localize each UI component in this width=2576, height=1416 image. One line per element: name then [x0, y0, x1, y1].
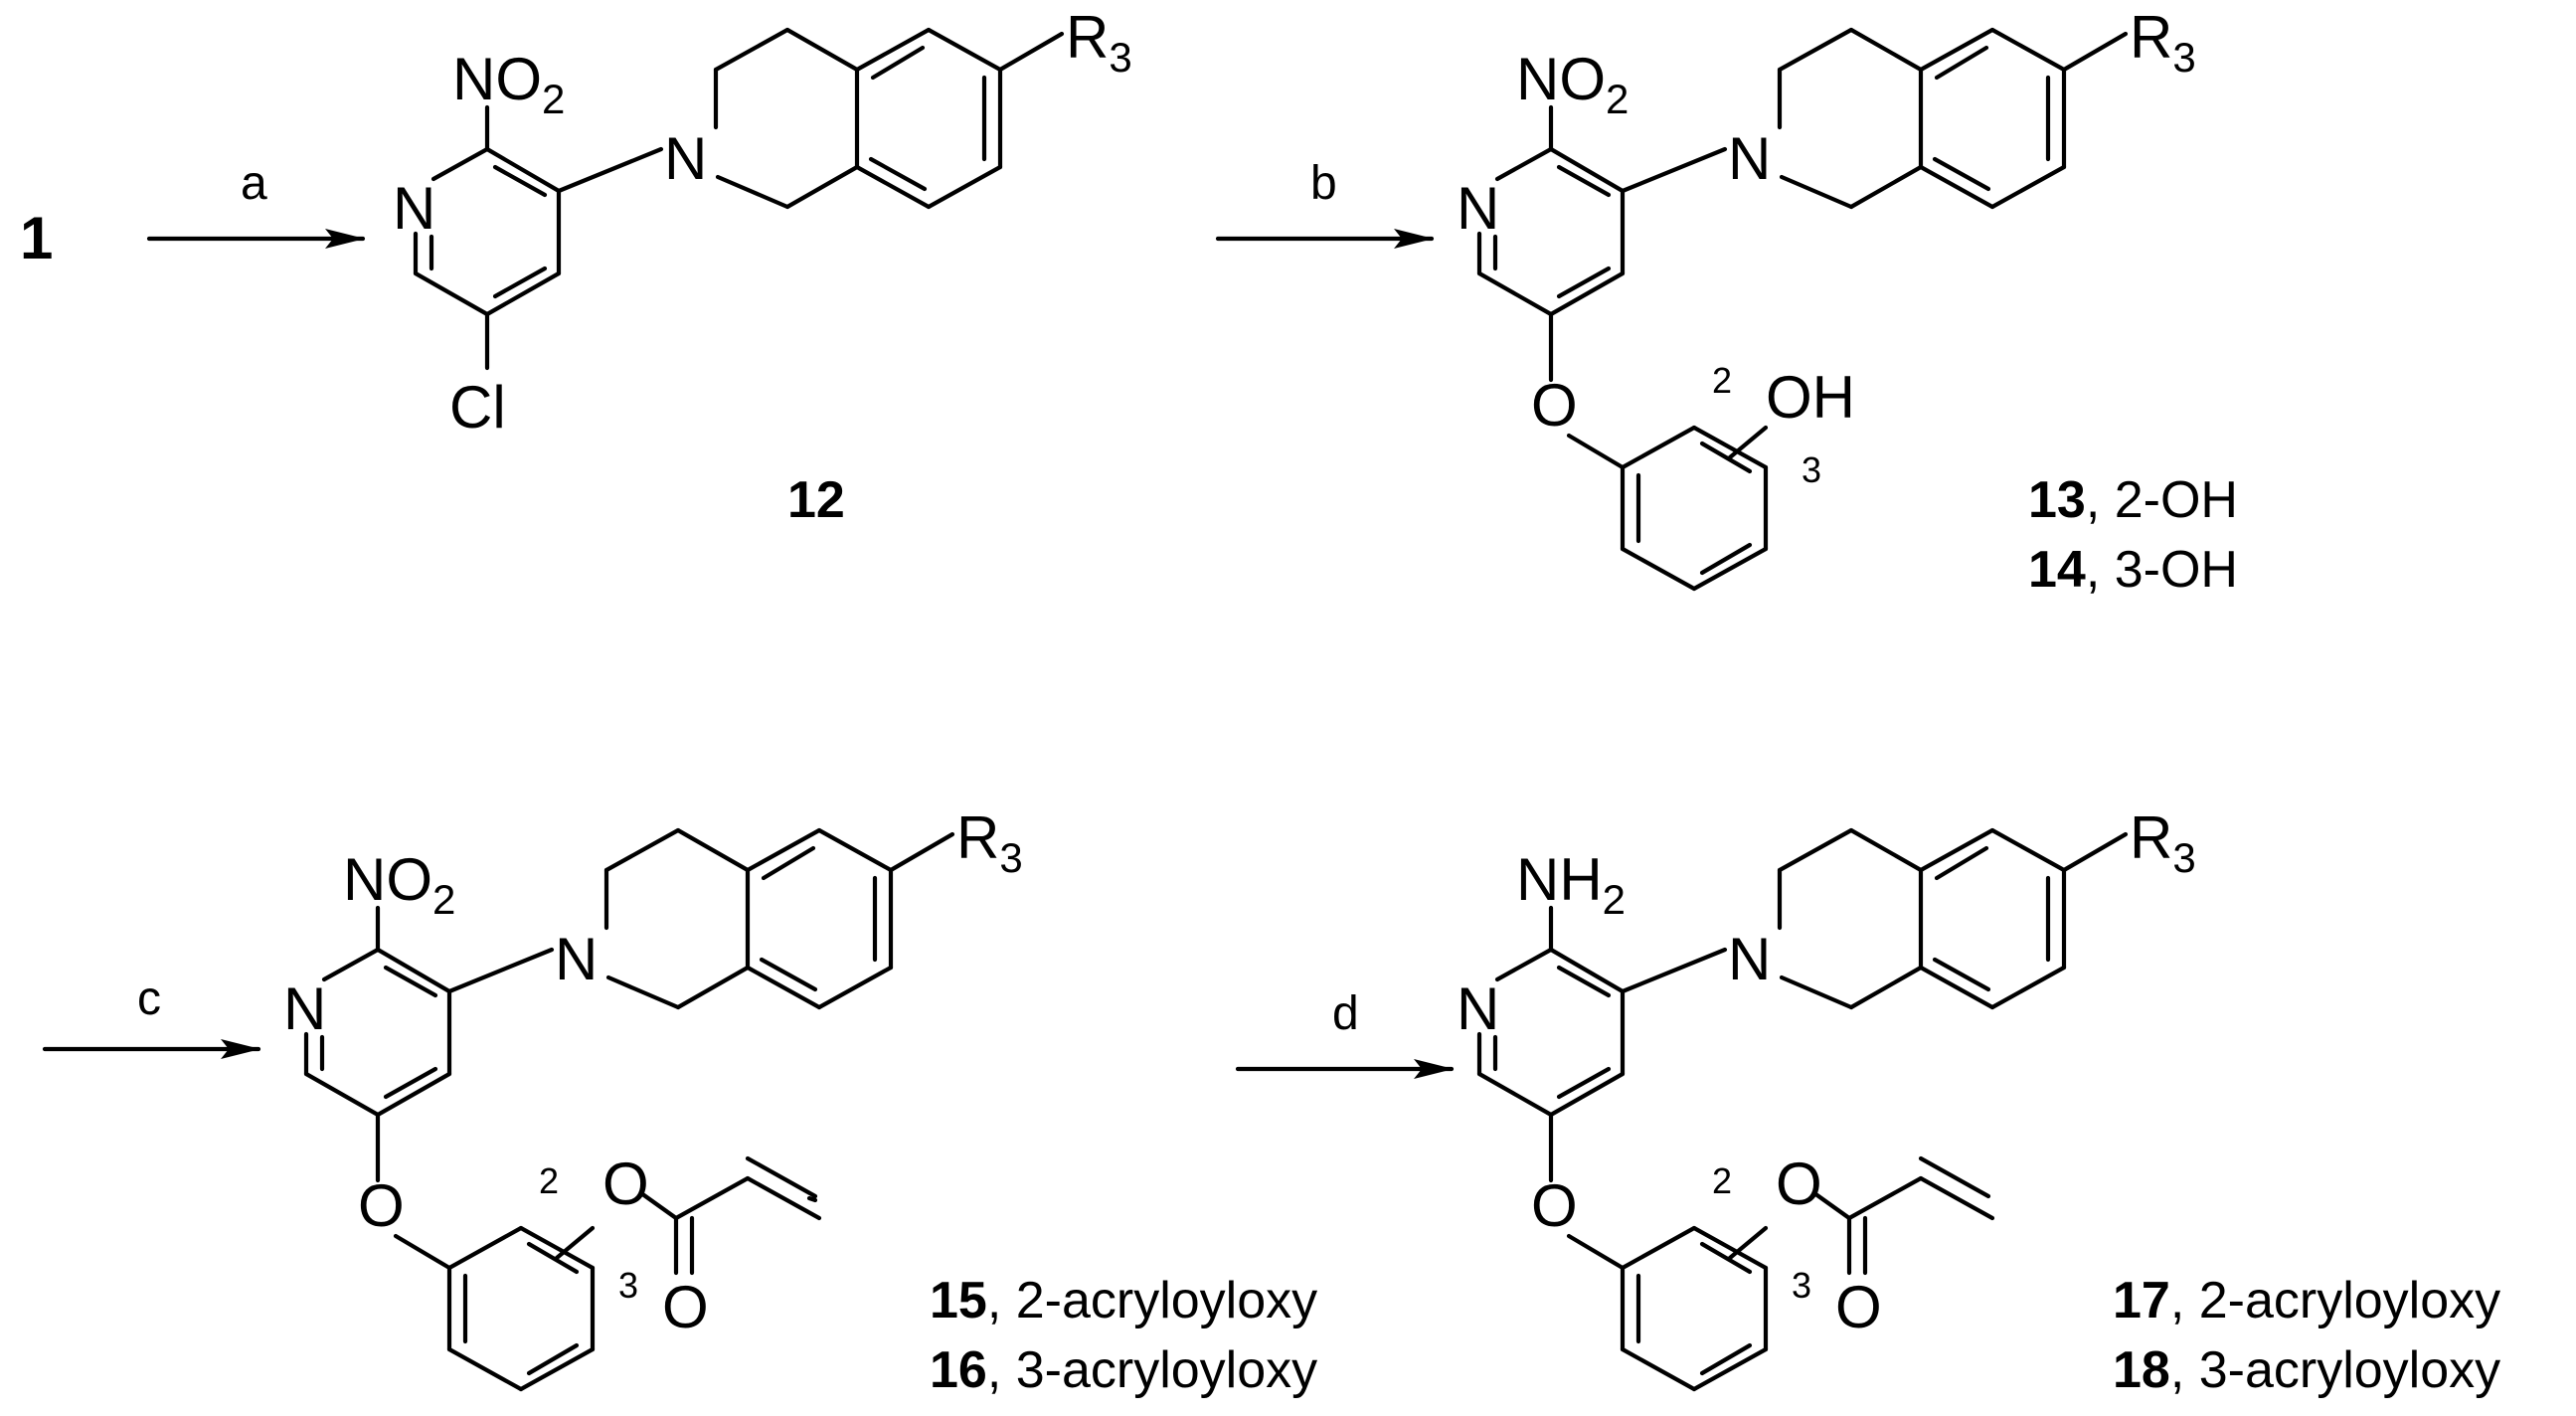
- hydroxyl-group: OH: [1766, 364, 1855, 431]
- compound-13-label: 13, 2-OH: [2028, 471, 2238, 529]
- thiq-nitrogen: N: [664, 125, 707, 192]
- pyridine-nitrogen: N: [393, 175, 435, 242]
- position-2-label: 2: [1712, 360, 1732, 401]
- step-c-label: c: [137, 973, 161, 1025]
- position-3-label: 3: [1792, 1265, 1811, 1306]
- compound-13-14-structure: NO2 N N R3 O OH 2 3: [1457, 4, 2196, 589]
- compound-15-label: 15, 2-acryloyloxy: [930, 1272, 1317, 1329]
- thiq-nitrogen: N: [555, 926, 598, 992]
- position-2-label: 2: [539, 1160, 559, 1201]
- nitro-group: NO2: [343, 846, 455, 923]
- ether-oxygen: O: [1531, 1172, 1578, 1239]
- compound-17-18-structure: NH2 N N R3 O O O 2 3: [1457, 804, 2196, 1389]
- ether-oxygen: O: [1531, 372, 1578, 439]
- position-2-label: 2: [1712, 1160, 1732, 1201]
- thiq-nitrogen: N: [1728, 926, 1771, 992]
- step-b-label: b: [1310, 157, 1337, 210]
- r3-group: R3: [956, 804, 1023, 881]
- pyridine-nitrogen: N: [1457, 175, 1499, 242]
- r3-group: R3: [2130, 804, 2196, 881]
- r3-group: R3: [2130, 4, 2196, 81]
- chloro-group: Cl: [449, 374, 506, 441]
- ether-oxygen: O: [358, 1172, 405, 1239]
- step-d-label: d: [1332, 987, 1359, 1040]
- carbonyl-oxygen: O: [662, 1274, 709, 1340]
- thiq-nitrogen: N: [1728, 125, 1771, 192]
- compound-15-16-structure: NO2 N N R3 O O O 2 3: [283, 804, 1023, 1389]
- position-3-label: 3: [618, 1265, 638, 1306]
- r3-group: R3: [1066, 4, 1132, 81]
- compound-12-structure: NO2 N N R3 Cl: [393, 4, 1132, 441]
- compound-18-label: 18, 3-acryloyloxy: [2113, 1341, 2500, 1399]
- nitro-group: NO2: [1516, 46, 1629, 122]
- compound-17-label: 17, 2-acryloyloxy: [2113, 1272, 2500, 1329]
- carbonyl-oxygen: O: [1835, 1274, 1882, 1340]
- compound-12-label: 12: [787, 471, 845, 529]
- nitro-group: NO2: [452, 46, 565, 122]
- pyridine-nitrogen: N: [283, 975, 326, 1042]
- step-a-label: a: [241, 157, 267, 210]
- pyridine-nitrogen: N: [1457, 975, 1499, 1042]
- amine-group: NH2: [1516, 846, 1626, 923]
- compound-14-label: 14, 3-OH: [2028, 541, 2238, 599]
- compound-16-label: 16, 3-acryloyloxy: [930, 1341, 1317, 1399]
- start-compound-label: 1: [20, 205, 53, 271]
- ester-oxygen: O: [602, 1150, 649, 1217]
- ester-oxygen: O: [1776, 1150, 1822, 1217]
- position-3-label: 3: [1802, 449, 1821, 490]
